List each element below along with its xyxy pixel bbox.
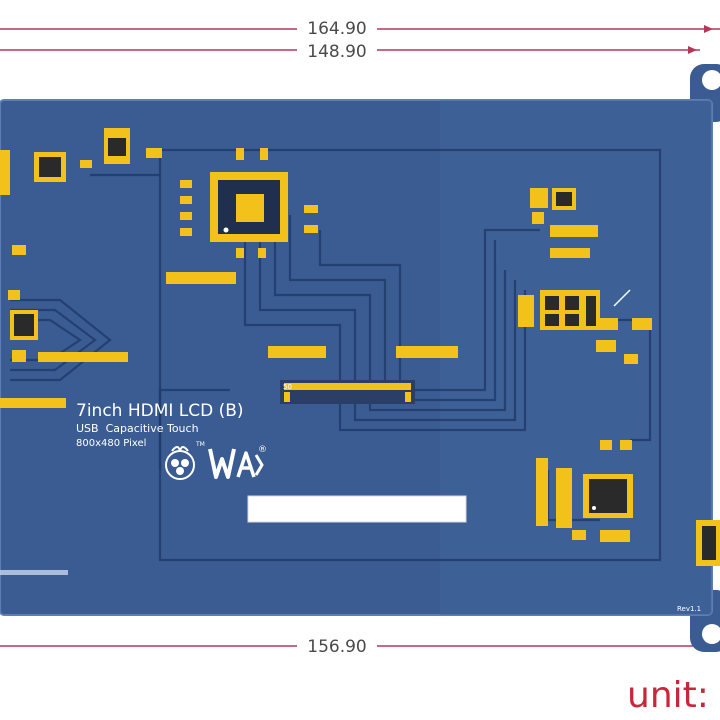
- pcb-traces: [10, 148, 662, 562]
- fpc-connector: 50: [280, 380, 415, 404]
- label-sticker: [247, 495, 467, 523]
- unit-label: unit:: [627, 676, 709, 716]
- resistor-row-left: [166, 272, 458, 358]
- bottom-silk-strip: [0, 570, 68, 575]
- main-controller-ic: [180, 148, 318, 258]
- raspberry-logo-icon: [165, 446, 195, 480]
- revision-label: Rev1.1: [677, 605, 701, 613]
- dimension-bottom-value: 156.90: [307, 637, 366, 657]
- dimension-top-inner-value: 148.90: [307, 42, 366, 62]
- waveshare-logo-icon: [208, 448, 264, 479]
- power-components-top-right: [530, 188, 598, 258]
- connector-pin-label: 50: [283, 383, 292, 391]
- trademark-symbol: TM: [195, 441, 205, 448]
- dimension-top-outer-value: 164.90: [307, 19, 366, 39]
- dimension-bottom: 156.90: [0, 633, 720, 659]
- board-subtitle-touch: USB Capacitive Touch: [76, 422, 199, 435]
- top-left-components: [0, 128, 162, 408]
- right-edge-connector: [696, 520, 720, 566]
- regulator-cluster: [518, 289, 652, 364]
- touch-controller-ic: [536, 440, 633, 542]
- registered-symbol: ®: [258, 445, 267, 455]
- dimension-top-outer: 164.90: [0, 16, 720, 40]
- board-title: 7inch HDMI LCD (B): [76, 401, 244, 421]
- board-subtitle-resolution: 800x480 Pixel: [76, 438, 146, 449]
- dimension-top-inner: 148.90: [0, 38, 700, 62]
